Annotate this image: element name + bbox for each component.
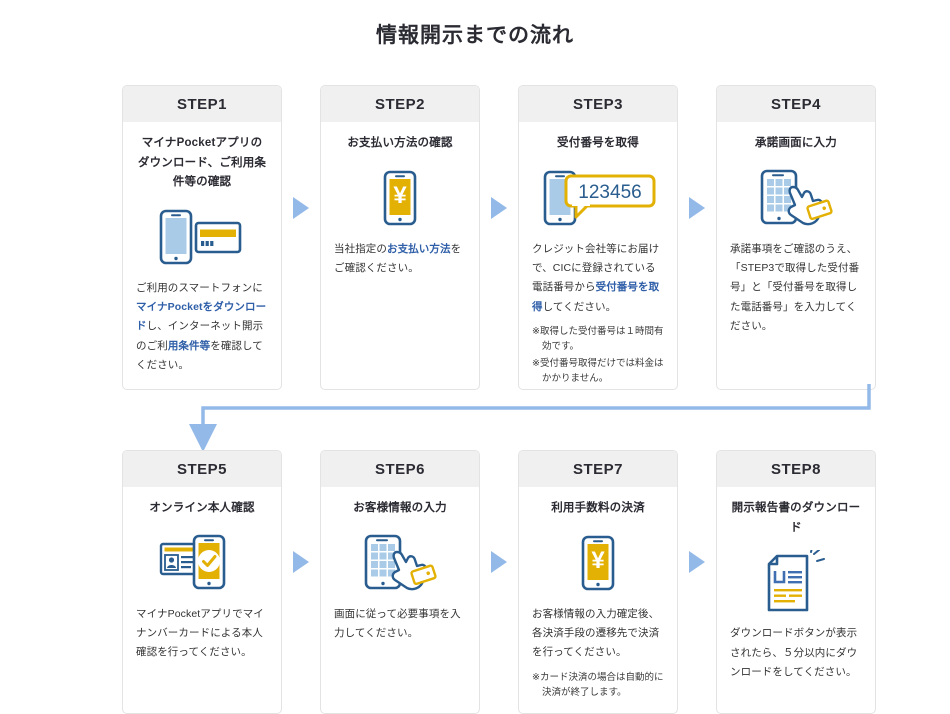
step-description: 当社指定のお支払い方法をご確認ください。 <box>334 240 466 279</box>
description-text: 画面に従って必要事項を入力してください。 <box>334 607 461 639</box>
step-subtitle: オンライン本人確認 <box>149 502 255 514</box>
triangle-right-icon <box>689 196 705 219</box>
step-subtitle: 承諾画面に入力 <box>755 137 837 149</box>
triangle-right-icon <box>491 551 507 573</box>
step-header: STEP6 <box>321 451 479 487</box>
step-body: オンライン本人確認 マイナPocketアプリでマイナンバーカー <box>123 487 281 713</box>
step-body: 受付番号を取得 123456 クレジット会社等にお届けで、CICに登録されている… <box>519 122 677 389</box>
step-body: マイナPocketアプリのダウンロード、ご利用条件等の確認 ご利用のスマートフォ… <box>123 122 281 389</box>
step-description: クレジット会社等にお届けで、CICに登録されている電話番号から受付番号を取得して… <box>532 240 664 318</box>
smartphone-and-card-icon <box>136 201 268 273</box>
highlighted-text: 受付番号を取得 <box>532 281 660 313</box>
step-arrow-icon <box>678 450 716 714</box>
step-note: ※取得した受付番号は１時間有効です。 <box>532 326 664 353</box>
smartphone-yen-icon: ¥ <box>532 527 664 599</box>
step-body: お客様情報の入力 画面に従って必要事項を入力してください。 <box>321 487 479 713</box>
step-header: STEP2 <box>321 86 479 122</box>
step-subtitle: お客様情報の入力 <box>353 502 447 514</box>
highlighted-text: お支払い方法 <box>387 242 451 255</box>
step-body: 利用手数料の決済 ¥ お客様情報の入力確定後、各決済手段の遷移先で決済を行ってく… <box>519 487 677 713</box>
step-header: STEP7 <box>519 451 677 487</box>
description-text: ご利用のスマートフォンに <box>136 281 263 294</box>
highlighted-text: マイナPocketをダウンロード <box>136 301 267 333</box>
svg-text:123456: 123456 <box>578 182 641 203</box>
step-arrow-icon <box>678 85 716 390</box>
step-description: ダウンロードボタンが表示されたら、５分以内にダウンロードをしてください。 <box>730 624 862 682</box>
step-body: お支払い方法の確認 ¥ 当社指定のお支払い方法をご確認ください。 <box>321 122 479 389</box>
step-subtitle: 受付番号を取得 <box>557 137 639 149</box>
step-header: STEP1 <box>123 86 281 122</box>
id-card-and-smartphone-check-icon <box>136 527 268 599</box>
description-text: し、インターネット開示のご利 <box>136 320 264 352</box>
step-header: STEP5 <box>123 451 281 487</box>
description-text: 承諾事項をご確認のうえ、「STEP3で取得した受付番号」と「受付番号を取得した電… <box>730 242 860 333</box>
triangle-right-icon <box>689 551 705 573</box>
row-connector-arrow <box>0 382 950 454</box>
step-arrow-icon <box>282 450 320 714</box>
smartphone-hand-tap-icon <box>334 527 466 599</box>
step-description: 画面に従って必要事項を入力してください。 <box>334 605 466 644</box>
description-text: をご確認ください。 <box>334 242 462 274</box>
step-note: ※受付番号取得だけでは料金はかかりません。 <box>532 357 664 384</box>
step-description: 承諾事項をご確認のうえ、「STEP3で取得した受付番号」と「受付番号を取得した電… <box>730 240 862 337</box>
highlighted-text: 用条件等 <box>167 339 211 352</box>
description-text: マイナPocketアプリでマイナンバーカードによる本人確認を行ってください。 <box>136 607 264 659</box>
step-body: 開示報告書のダウンロード ダウンロードボタンが表示されたら、５分以内にダウンロー… <box>717 487 875 713</box>
step-arrow-icon <box>480 85 518 390</box>
step-header: STEP4 <box>717 86 875 122</box>
step-description: お客様情報の入力確定後、各決済手段の遷移先で決済を行ってください。 <box>532 605 664 663</box>
svg-text:¥: ¥ <box>591 547 605 574</box>
step-subtitle: 利用手数料の決済 <box>551 502 645 514</box>
triangle-right-icon <box>293 551 309 573</box>
svg-text:¥: ¥ <box>393 182 407 209</box>
step-body: 承諾画面に入力 承諾事項をご確認のうえ、「STEP3で取得した受付 <box>717 122 875 389</box>
description-text: してください。 <box>542 300 617 313</box>
description-text: お客様情報の入力確定後、各決済手段の遷移先で決済を行ってください。 <box>532 607 660 659</box>
description-text: を確認してください。 <box>136 339 263 372</box>
description-text: クレジット会社等にお届けで、CICに登録されている電話番号から <box>532 242 660 294</box>
triangle-right-icon <box>293 196 309 219</box>
step-header: STEP3 <box>519 86 677 122</box>
step-description: マイナPocketアプリでマイナンバーカードによる本人確認を行ってください。 <box>136 605 268 663</box>
triangle-right-icon <box>491 196 507 219</box>
document-download-icon <box>730 546 862 618</box>
step-arrow-icon <box>282 85 320 390</box>
step-header: STEP8 <box>717 451 875 487</box>
step-note: ※カード決済の場合は自動的に決済が終了します。 <box>532 671 664 698</box>
smartphone-hand-tap-icon <box>730 162 862 234</box>
step-subtitle: 開示報告書のダウンロード <box>731 502 861 534</box>
step-description: ご利用のスマートフォンにマイナPocketをダウンロードし、インターネット開示の… <box>136 279 268 376</box>
description-text: ダウンロードボタンが表示されたら、５分以内にダウンロードをしてください。 <box>730 627 858 678</box>
description-text: 当社指定の <box>334 242 387 255</box>
step-notes: ※取得した受付番号は１時間有効です。 ※受付番号取得だけでは料金はかかりません。 <box>532 324 664 387</box>
step-arrow-icon <box>480 450 518 714</box>
smartphone-number-bubble-icon: 123456 <box>532 162 664 234</box>
smartphone-yen-icon: ¥ <box>334 162 466 234</box>
step-subtitle: お支払い方法の確認 <box>347 137 453 149</box>
step-subtitle: マイナPocketアプリのダウンロード、ご利用条件等の確認 <box>137 137 267 189</box>
step-notes: ※カード決済の場合は自動的に決済が終了します。 <box>532 670 664 701</box>
page-title: 情報開示までの流れ <box>376 24 574 47</box>
